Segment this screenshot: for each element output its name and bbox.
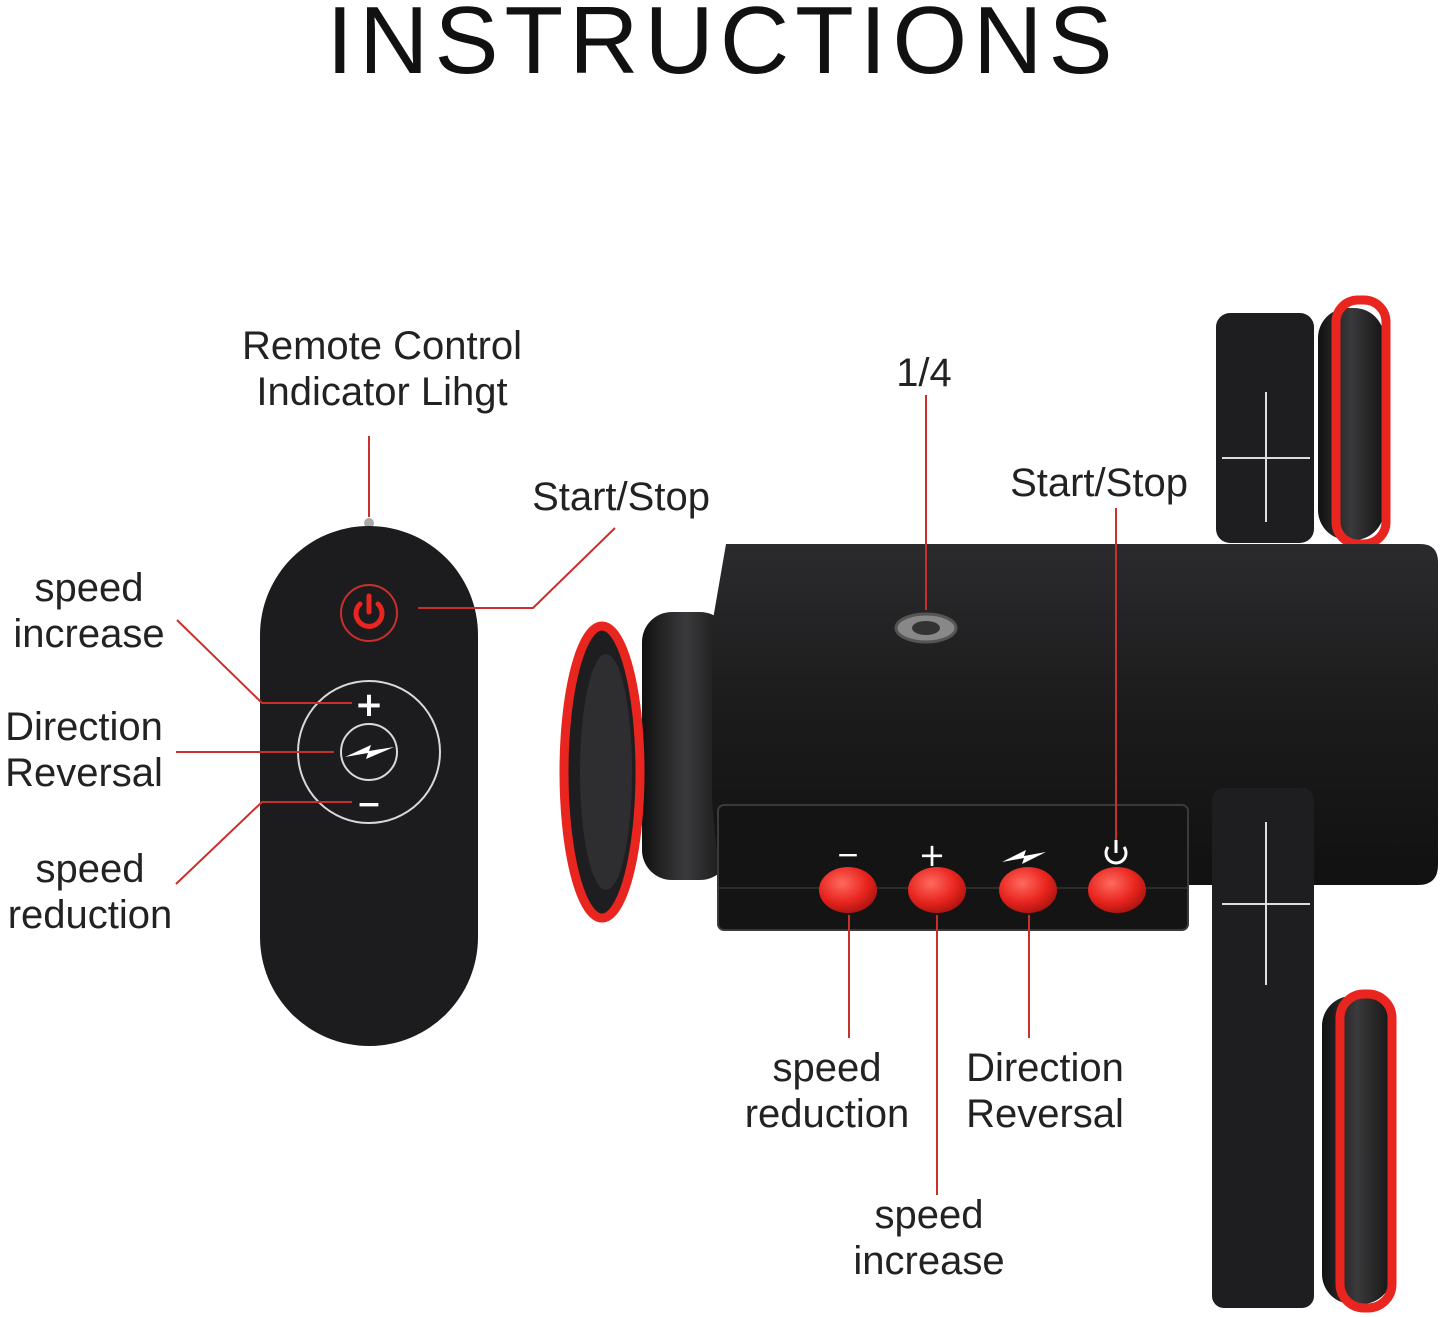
dolly-minus-symbol: −	[836, 838, 859, 871]
mount-thread-label: 1/4	[896, 351, 952, 395]
remote-body	[260, 526, 478, 1046]
dolly-speed-increase-label: speed increase	[853, 1193, 1005, 1283]
remote-minus-symbol: −	[356, 787, 381, 822]
leader-lines	[175, 395, 1117, 1195]
remote-direction-label: Direction Reversal	[5, 705, 163, 795]
remote-direction-button[interactable]	[340, 723, 398, 781]
direction-icon	[345, 745, 394, 759]
dolly-start-stop-label: Start/Stop	[1010, 461, 1188, 505]
dolly-start-stop-button[interactable]	[1088, 867, 1146, 913]
dolly-speed-reduction-button[interactable]	[819, 867, 877, 913]
remote-speed-increase-label: speed increase	[13, 566, 165, 656]
page-title: INSTRUCTIONS	[326, 0, 1119, 94]
remote-indicator-label: Remote Control Indicator Lihgt	[241, 324, 523, 414]
power-icon	[353, 601, 385, 629]
dolly-power-icon	[1104, 840, 1128, 865]
remote-control	[260, 518, 478, 1046]
indicator-light	[364, 518, 374, 528]
dolly-speed-increase-button[interactable]	[908, 867, 966, 913]
motorized-dolly	[559, 295, 1438, 1313]
remote-start-stop-label: Start/Stop	[532, 475, 710, 519]
dolly-direction-button[interactable]	[999, 867, 1057, 913]
dolly-speed-reduction-label: speed reduction	[744, 1046, 910, 1136]
remote-plus-symbol: +	[355, 685, 384, 725]
remote-speed-reduction-label: speed reduction	[7, 847, 173, 937]
dolly-plus-symbol: +	[919, 836, 946, 874]
dolly-direction-icon	[1002, 850, 1046, 864]
remote-power-button[interactable]	[340, 584, 398, 642]
dolly-direction-label: Direction Reversal	[966, 1046, 1124, 1136]
